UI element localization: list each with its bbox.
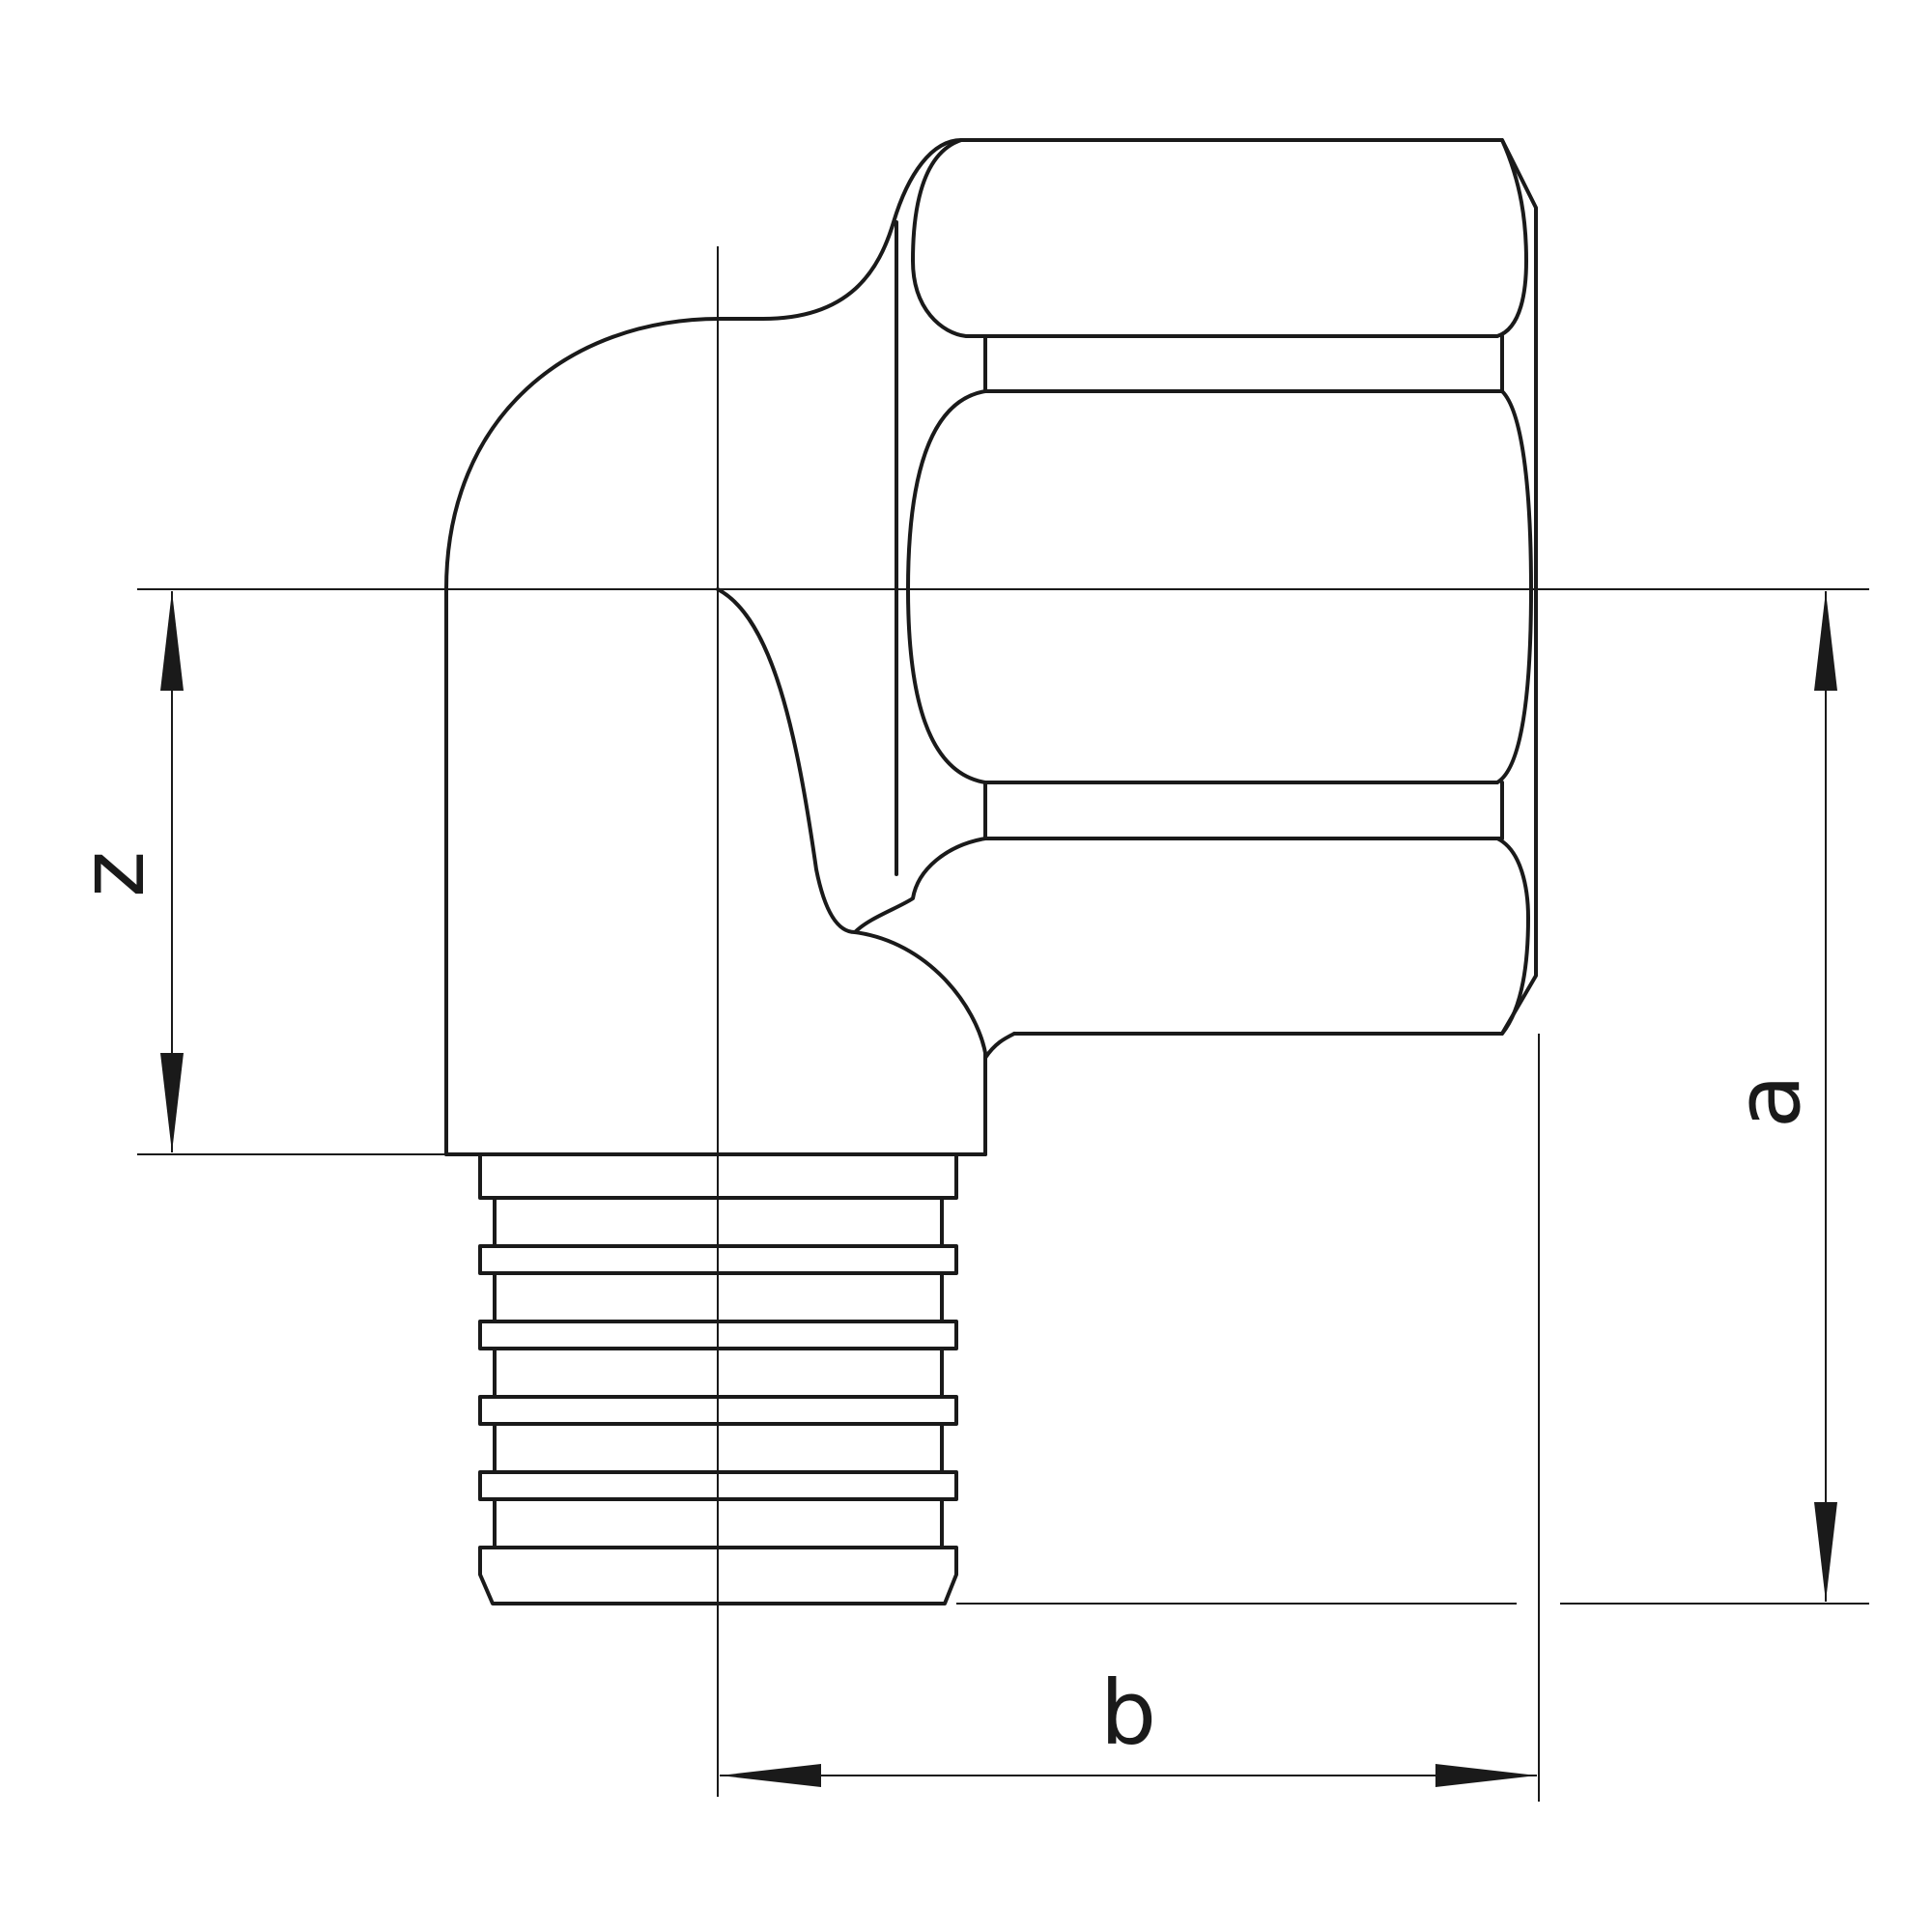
z-label: z — [61, 851, 164, 897]
nut-band-upper — [983, 334, 1504, 393]
nut-flat-top — [911, 138, 1528, 338]
rib-5 — [478, 1470, 958, 1501]
rib-3 — [478, 1320, 958, 1350]
b-arrow-right — [1435, 1764, 1537, 1787]
z-arrow-bottom — [160, 1053, 184, 1152]
rib-tip — [478, 1546, 958, 1605]
z-arrow-top — [160, 591, 184, 691]
reference-lines — [137, 246, 1869, 1802]
nut-flat-middle — [906, 389, 1533, 784]
a-label: a — [1717, 1074, 1820, 1128]
nut-flat-bottom — [853, 837, 1530, 1036]
hex-nut — [853, 138, 1538, 1036]
elbow-inner-curve — [716, 587, 857, 934]
b-label: b — [1100, 1662, 1156, 1765]
a-arrow-top — [1814, 591, 1837, 691]
nut-outline — [959, 138, 1538, 1036]
b-arrow-left — [720, 1764, 821, 1787]
dimension-b: b — [720, 1662, 1537, 1787]
dimension-a: a — [1717, 591, 1837, 1602]
elbow-nut-neck — [983, 1032, 1016, 1060]
rib-4 — [478, 1395, 958, 1426]
a-arrow-bottom — [1814, 1502, 1837, 1602]
dimension-z: z — [61, 591, 184, 1152]
elbow-lower-bulge — [853, 930, 987, 1156]
elbow-body — [444, 138, 1016, 1156]
nut-band-lower — [983, 781, 1504, 840]
rib-2 — [478, 1244, 958, 1275]
elbow-outer-profile — [444, 138, 963, 1156]
